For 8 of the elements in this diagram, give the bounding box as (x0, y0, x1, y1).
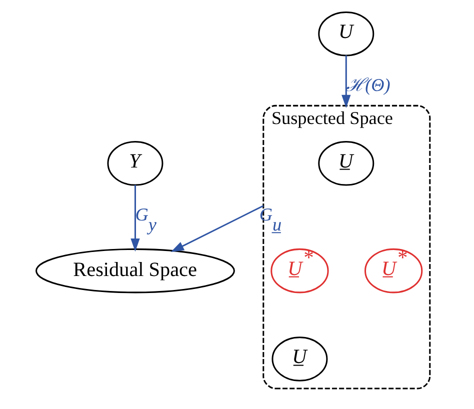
node-ellipse: U̲ (272, 336, 328, 382)
node-ellipse: Y (107, 141, 164, 186)
node-ellipse: Residual Space (36, 248, 235, 294)
arrow (342, 55, 351, 108)
node-ellipse: U̲ (318, 141, 374, 186)
arrow (130, 185, 140, 252)
arrow (170, 205, 264, 252)
node-ellipse: U (318, 11, 374, 56)
